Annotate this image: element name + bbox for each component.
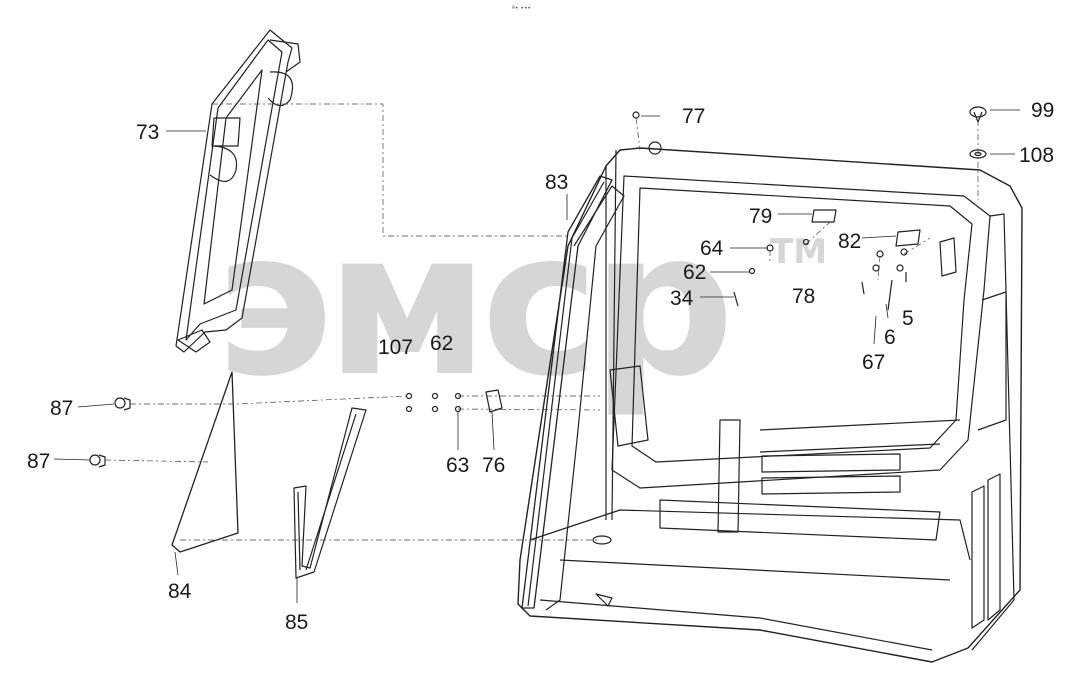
watermark-tm: TM bbox=[770, 232, 828, 272]
header-mark: ª• ••• bbox=[512, 5, 531, 12]
callout-107: 107 bbox=[378, 336, 414, 359]
callout-87-upper: 87 bbox=[50, 397, 74, 420]
watermark: эмср bbox=[215, 188, 735, 421]
callout-84: 84 bbox=[168, 580, 192, 603]
callout-34: 34 bbox=[670, 287, 694, 310]
callout-73: 73 bbox=[136, 121, 160, 144]
seal-85 bbox=[293, 407, 367, 579]
callout-67: 67 bbox=[862, 351, 886, 374]
door-frame-73 bbox=[175, 29, 301, 353]
window-panel-84 bbox=[171, 371, 239, 553]
callout-79: 79 bbox=[749, 205, 773, 228]
callout-63: 63 bbox=[446, 454, 470, 477]
callout-83: 83 bbox=[545, 171, 569, 194]
door-seal-83 bbox=[521, 175, 625, 611]
callout-62-upper: 62 bbox=[683, 261, 707, 284]
callout-5: 5 bbox=[902, 307, 914, 330]
callout-87-lower: 87 bbox=[27, 450, 51, 473]
callout-108: 108 bbox=[1019, 144, 1055, 167]
callout-6: 6 bbox=[884, 326, 896, 349]
callout-77: 77 bbox=[682, 105, 706, 128]
callout-76: 76 bbox=[482, 454, 506, 477]
callout-85: 85 bbox=[285, 611, 309, 634]
callout-78: 78 bbox=[792, 285, 816, 308]
callout-82: 82 bbox=[838, 230, 862, 253]
callout-62-lower: 62 bbox=[430, 332, 454, 355]
callout-99: 99 bbox=[1031, 99, 1055, 122]
callout-64: 64 bbox=[700, 237, 724, 260]
cab-body bbox=[517, 141, 1023, 663]
